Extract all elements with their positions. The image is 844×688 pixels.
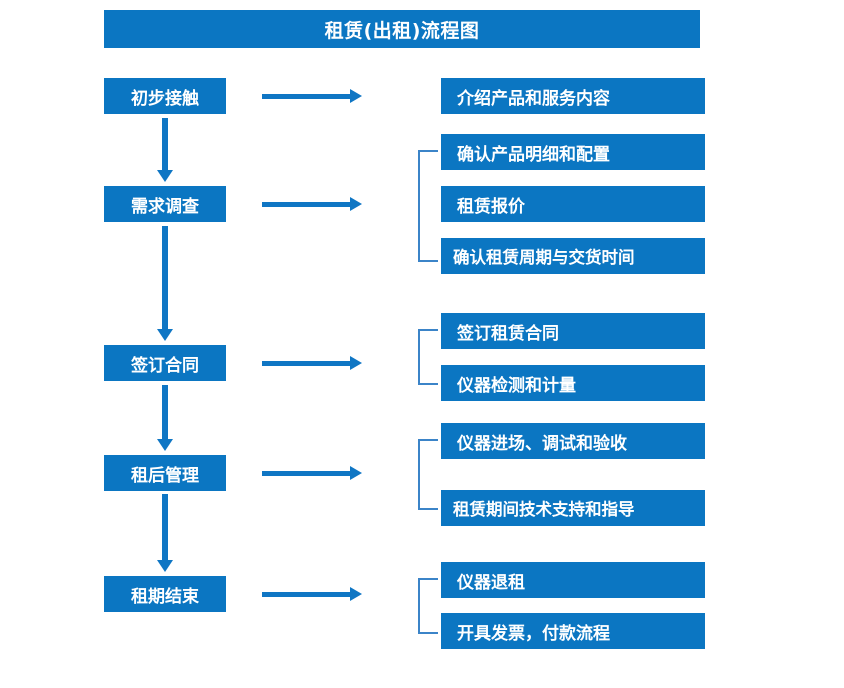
stage-node-post-rental-management[interactable]: 租后管理 xyxy=(104,455,226,491)
horizontal-arrow-5 xyxy=(262,587,362,601)
stage-node-rental-end[interactable]: 租期结束 xyxy=(104,576,226,612)
detail-node-invoice-payment-process[interactable]: 开具发票，付款流程 xyxy=(441,613,705,649)
stage-node-needs-survey[interactable]: 需求调查 xyxy=(104,186,226,222)
vertical-arrow-1 xyxy=(157,118,173,182)
horizontal-arrow-4 xyxy=(262,466,362,480)
group-bracket-needs-survey xyxy=(418,150,438,262)
vertical-arrow-2 xyxy=(157,226,173,341)
detail-node-introduce-products-services[interactable]: 介绍产品和服务内容 xyxy=(441,78,705,114)
detail-node-technical-support-during-rental[interactable]: 租赁期间技术支持和指导 xyxy=(441,490,705,526)
stage-node-sign-contract[interactable]: 签订合同 xyxy=(104,345,226,381)
vertical-arrow-4 xyxy=(157,494,173,572)
detail-node-confirm-product-details-config[interactable]: 确认产品明细和配置 xyxy=(441,134,705,170)
detail-node-instrument-return[interactable]: 仪器退租 xyxy=(441,562,705,598)
detail-node-rental-quotation[interactable]: 租赁报价 xyxy=(441,186,705,222)
detail-node-sign-rental-contract[interactable]: 签订租赁合同 xyxy=(441,313,705,349)
horizontal-arrow-1 xyxy=(262,89,362,103)
group-bracket-rental-end xyxy=(418,578,438,634)
detail-node-instrument-entry-commission-acceptance[interactable]: 仪器进场、调试和验收 xyxy=(441,423,705,459)
horizontal-arrow-3 xyxy=(262,356,362,370)
detail-node-confirm-rental-period-delivery[interactable]: 确认租赁周期与交货时间 xyxy=(441,238,705,274)
stage-node-initial-contact[interactable]: 初步接触 xyxy=(104,78,226,114)
page-title: 租赁(出租)流程图 xyxy=(104,10,700,48)
group-bracket-post-rental-management xyxy=(418,439,438,510)
detail-node-instrument-inspection-metering[interactable]: 仪器检测和计量 xyxy=(441,365,705,401)
vertical-arrow-3 xyxy=(157,385,173,451)
group-bracket-sign-contract xyxy=(418,329,438,385)
horizontal-arrow-2 xyxy=(262,197,362,211)
